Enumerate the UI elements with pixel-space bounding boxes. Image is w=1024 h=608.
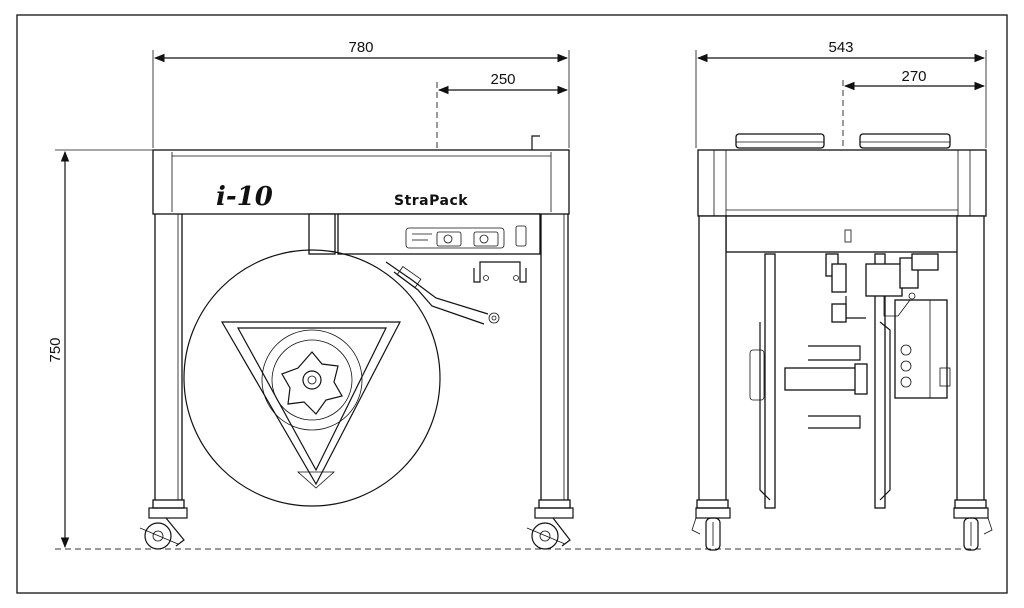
reel-hub [281,351,343,415]
side-table-top [697,149,987,217]
side-reel-plate-right [874,253,886,509]
control-panel [337,213,541,255]
front-right-leg [540,211,569,505]
side-left-caster [691,507,731,551]
dimension-label-543: 543 [828,39,853,56]
strap-coil [183,249,441,507]
side-left-leg [698,215,727,505]
side-right-caster [953,507,993,551]
drawing-frame [16,14,1008,594]
power-switch [515,225,527,247]
dimension-label-780: 780 [348,39,373,56]
front-table-top [152,149,570,215]
dimension-750: 750 [47,149,985,550]
side-motor [865,263,903,297]
front-view: i-10 StraPack [139,135,574,550]
reel-triangle-frame [220,321,401,486]
dimension-270: 270 [842,68,986,150]
brand-logo: StraPack [394,193,468,209]
dimension-label-270: 270 [901,68,926,85]
dimension-label-250: 250 [490,71,515,88]
front-left-caster [139,507,188,550]
side-right-leg [956,215,985,505]
dimension-label-750: 750 [47,337,64,362]
front-right-caster [526,507,574,550]
front-left-leg [154,211,183,505]
side-reel-plate-left [764,253,776,509]
model-logo: i-10 [216,182,273,212]
dimension-250: 250 [436,71,569,150]
dimension-780: 780 [152,39,570,148]
dimension-543: 543 [695,39,987,148]
side-view [691,133,993,551]
